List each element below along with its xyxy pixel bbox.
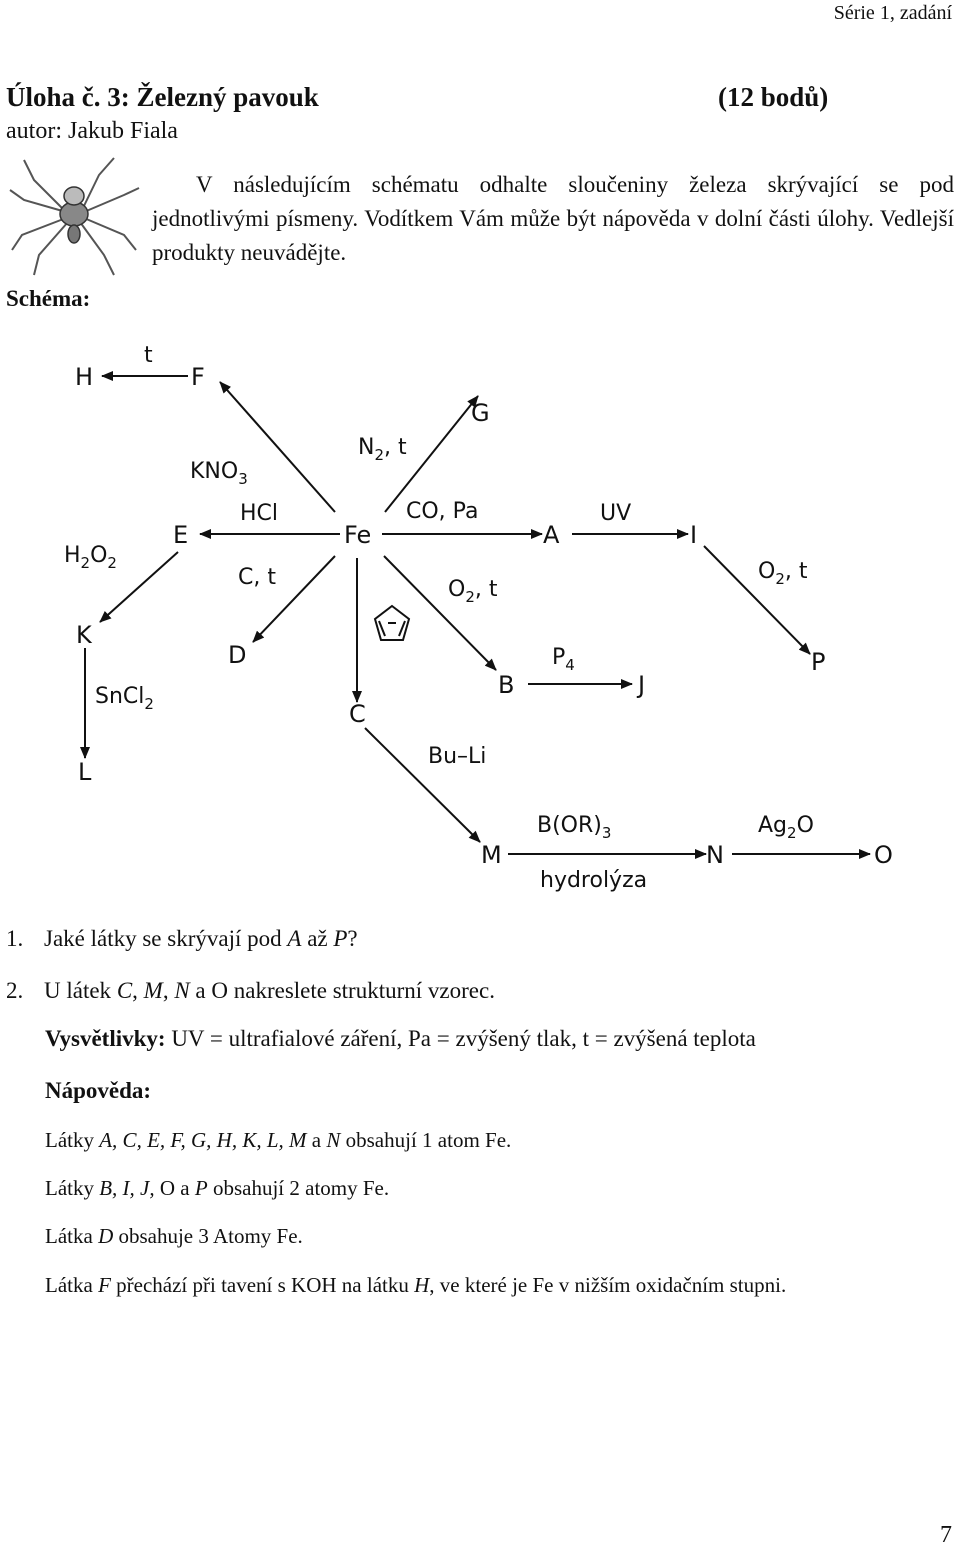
node-i: I (690, 521, 697, 549)
reagent-c-t: C, t (238, 565, 276, 590)
node-c: C (349, 700, 366, 728)
task-title: Úloha č. 3: Železný pavouk (6, 82, 319, 112)
hint-4: Látka F přechází při tavení s KOH na lát… (45, 1273, 787, 1297)
reagent-bor3: B(OR)3 (537, 813, 611, 842)
node-n: N (706, 841, 724, 869)
node-j: J (636, 671, 645, 699)
reagent-ag2o: Ag2O (758, 813, 814, 842)
task-points: (12 bodů) (718, 82, 829, 112)
arrow-fe-to-f (219, 381, 336, 513)
reagent-co-pa: CO, Pa (406, 499, 478, 524)
arrow-c-to-m (364, 727, 481, 843)
reaction-scheme: H F G E Fe A I K D C B J P L M N O t KNO… (64, 343, 893, 893)
explanations: Vysvětlivky: UV = ultrafialové záření, P… (45, 1026, 756, 1051)
arrow-fe-to-d (252, 555, 336, 643)
node-o: O (874, 841, 893, 869)
node-fe: Fe (344, 521, 371, 549)
arrow-fe-to-b (383, 555, 497, 671)
series-header: Série 1, zadání (833, 2, 952, 24)
node-a: A (543, 521, 560, 549)
question-1: 1.Jaké látky se skrývají pod A až P? (6, 926, 358, 951)
schema-label: Schéma: (6, 286, 91, 311)
hint-1: Látky A, C, E, F, G, H, K, L, M a N obsa… (45, 1128, 512, 1152)
reagent-h2o2: H2O2 (64, 543, 117, 572)
page-number: 7 (940, 1522, 952, 1548)
arrow-fe-to-g (384, 395, 479, 513)
reagent-kno3: KNO3 (190, 459, 248, 488)
reagent-sncl2: SnCl2 (95, 684, 154, 713)
arrow-i-to-p (703, 545, 811, 655)
reagent-uv: UV (600, 501, 631, 526)
node-e: E (173, 521, 188, 549)
node-p: P (811, 648, 825, 676)
node-f: F (191, 363, 205, 391)
node-b: B (498, 671, 514, 699)
reagent-p4: P4 (552, 645, 575, 674)
hints-title: Nápověda: (45, 1078, 152, 1103)
hint-2: Látky B, I, J, O a P obsahují 2 atomy Fe… (45, 1176, 390, 1200)
hint-3: Látka D obsahuje 3 Atomy Fe. (45, 1224, 303, 1248)
cyclopentadienyl-ring-icon (373, 604, 411, 641)
node-k: K (76, 621, 93, 649)
reagent-o2-t-fe: O2, t (448, 577, 498, 606)
reagent-hcl: HCl (240, 501, 278, 526)
node-h: H (75, 363, 93, 391)
task-intro: V následujícím schématu odhalte sloučeni… (152, 172, 954, 265)
node-d: D (228, 641, 246, 669)
node-m: M (481, 841, 502, 869)
reagent-t: t (144, 343, 153, 368)
spider-illustration (9, 157, 140, 276)
reagent-o2-t-i: O2, t (758, 559, 808, 588)
question-2: 2.U látek C, M, N a O nakreslete struktu… (6, 978, 495, 1003)
node-g: G (471, 399, 490, 427)
task-author: autor: Jakub Fiala (6, 118, 178, 144)
reagent-buli: Bu–Li (428, 744, 486, 769)
reagent-hydrolyza: hydrolýza (540, 868, 647, 893)
reagent-n2-t: N2, t (358, 435, 407, 464)
arrow-e-to-k (99, 551, 179, 623)
node-l: L (78, 758, 92, 786)
